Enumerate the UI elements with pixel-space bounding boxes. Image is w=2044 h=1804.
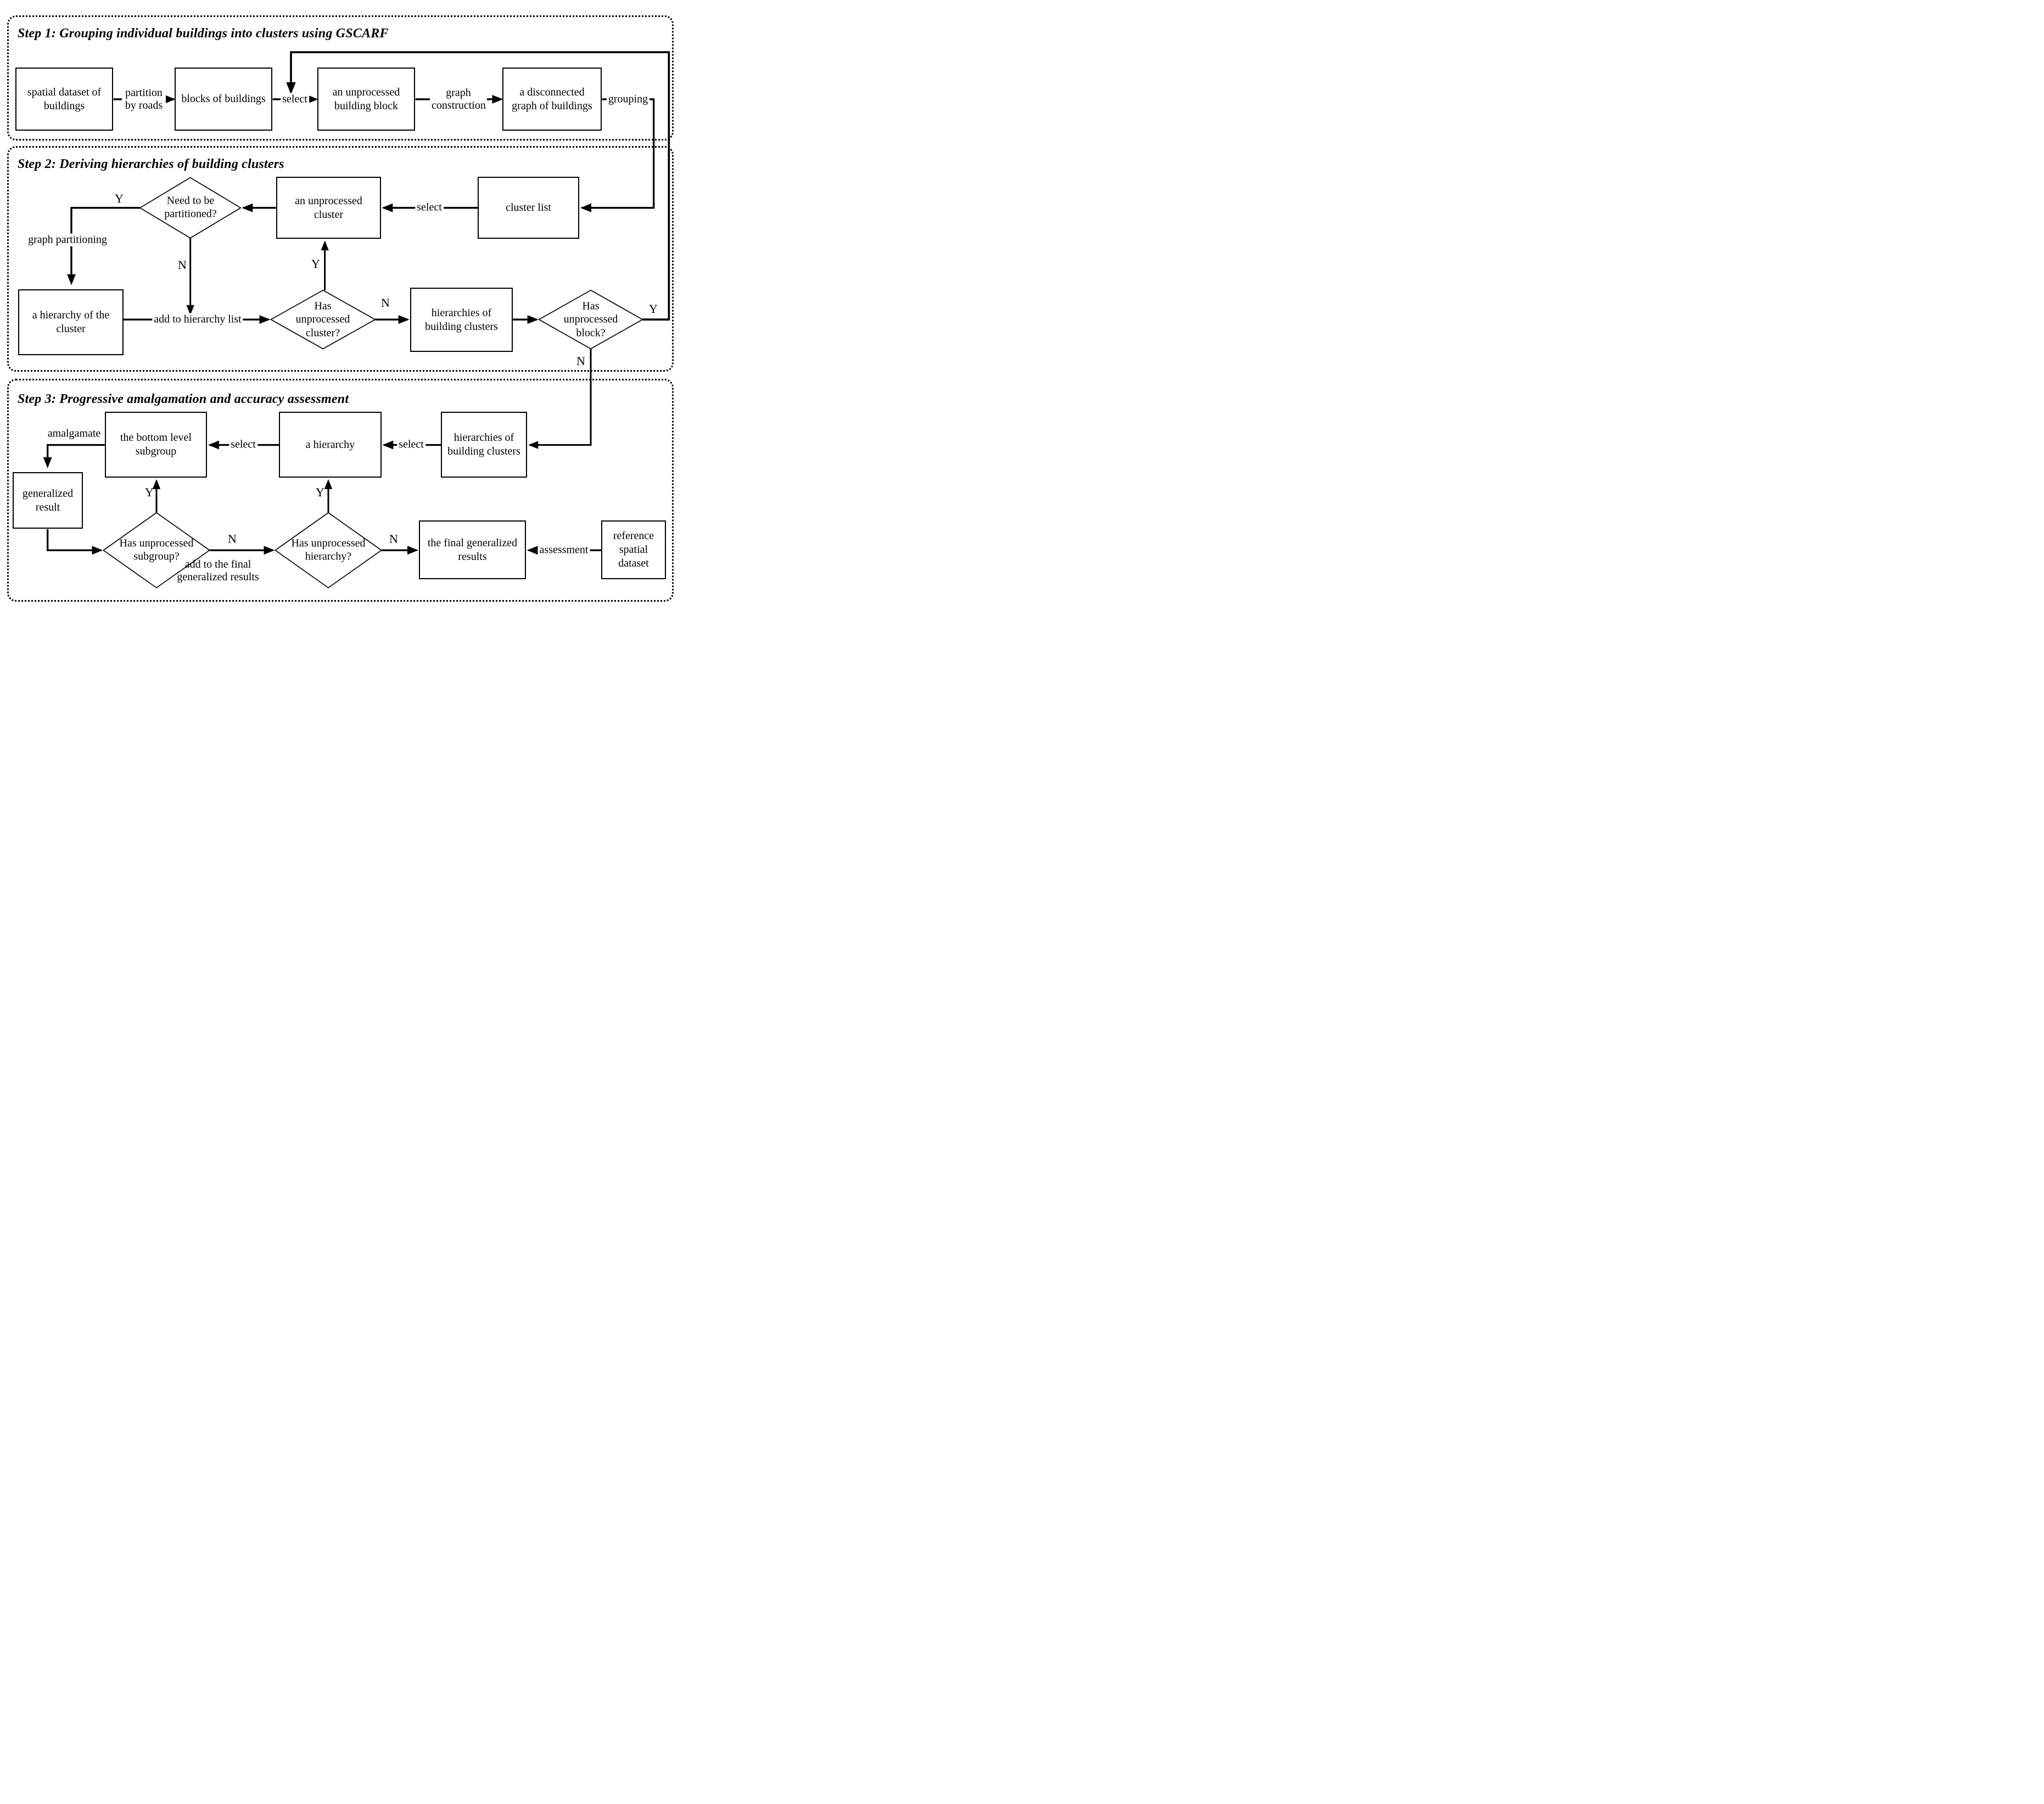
diamond-has-unprocessed-hierarchy bbox=[274, 512, 383, 589]
box-a-hierarchy: a hierarchy bbox=[279, 412, 382, 478]
diamond-need-partition bbox=[139, 177, 242, 239]
box-unprocessed-building-block: an unprocessed building block bbox=[317, 68, 415, 131]
label-graph-partitioning: graph partitioning bbox=[26, 233, 109, 246]
label-graph-construction: graph construction bbox=[430, 87, 487, 112]
diamond-label-has-unprocessed-cluster: Has unprocessed cluster? bbox=[295, 300, 350, 339]
box-bottom-level-subgroup: the bottom level subgroup bbox=[105, 412, 207, 478]
label-need-partition-yes: Y bbox=[115, 192, 124, 205]
arrow-amalgamate bbox=[43, 444, 105, 468]
box-unprocessed-cluster: an unprocessed cluster bbox=[276, 177, 381, 239]
box-generalized-result: generalized result bbox=[13, 472, 83, 529]
box-cluster-list: cluster list bbox=[478, 177, 579, 239]
diamond-label-has-subgroup: Has unprocessed subgroup? bbox=[119, 537, 194, 563]
diamond-has-unprocessed-cluster bbox=[270, 289, 377, 350]
panel-step1 bbox=[7, 15, 674, 141]
arrow-needpartition-yes bbox=[67, 206, 140, 285]
label-has-block-yes: Y bbox=[649, 302, 658, 316]
arrow-hasblock-no bbox=[528, 349, 592, 449]
arrow-loop-has-block-yes bbox=[286, 51, 670, 321]
label-select-subgroup: select bbox=[229, 438, 257, 451]
box-blocks-of-buildings: blocks of buildings bbox=[175, 68, 272, 131]
arrow-result-to-hassubgroup bbox=[47, 529, 103, 555]
label-select-hierarchy: select bbox=[397, 438, 425, 451]
box-final-generalized-results: the final generalized results bbox=[419, 520, 526, 579]
label-partition-by-roads: partition by roads bbox=[122, 87, 166, 112]
diamond-label-need-partition: Need to be partitioned? bbox=[164, 194, 217, 220]
label-need-partition-no: N bbox=[178, 258, 187, 272]
label-has-subgroup-no: N bbox=[228, 532, 237, 546]
step3-title: Step 3: Progressive amalgamation and acc… bbox=[18, 392, 349, 406]
box-disconnected-graph: a disconnected graph of buildings bbox=[502, 68, 602, 131]
label-grouping: grouping bbox=[606, 93, 650, 106]
label-add-to-hierarchy-list: add to hierarchy list bbox=[152, 313, 243, 326]
panel-step3 bbox=[7, 379, 674, 602]
label-has-block-no: N bbox=[576, 354, 585, 368]
step2-title: Step 2: Deriving hierarchies of building… bbox=[18, 157, 284, 171]
box-hierarchies-step3: hierarchies of building clusters bbox=[441, 412, 527, 478]
label-has-hierarchy-no: N bbox=[389, 532, 398, 546]
label-has-subgroup-yes: Y bbox=[145, 485, 154, 499]
diamond-label-has-unprocessed-block: Has unprocessed block? bbox=[563, 300, 618, 339]
flowchart-canvas: Step 1: Grouping individual buildings in… bbox=[0, 0, 681, 602]
label-amalgamate: amalgamate bbox=[47, 427, 101, 440]
label-select-block: select bbox=[281, 93, 309, 106]
diamond-label-has-hierarchy: Has unprocessed hierarchy? bbox=[291, 537, 366, 563]
box-hierarchy-of-cluster: a hierarchy of the cluster bbox=[18, 289, 124, 355]
box-hierarchies-step2: hierarchies of building clusters bbox=[410, 288, 513, 352]
label-assessment: assessment bbox=[537, 544, 590, 557]
label-add-to-final-results: add to the final generalized results bbox=[177, 558, 259, 583]
label-has-cluster-no: N bbox=[381, 296, 390, 310]
box-reference-spatial-dataset: reference spatial dataset bbox=[601, 520, 666, 579]
label-select-cluster: select bbox=[415, 201, 444, 214]
diamond-has-unprocessed-block bbox=[537, 289, 644, 350]
box-spatial-dataset: spatial dataset of buildings bbox=[15, 68, 113, 131]
step1-title: Step 1: Grouping individual buildings in… bbox=[18, 26, 389, 41]
panel-step2 bbox=[7, 146, 674, 372]
diamond-has-unprocessed-subgroup bbox=[102, 512, 211, 589]
label-has-hierarchy-yes: Y bbox=[316, 485, 324, 499]
label-has-cluster-yes: Y bbox=[311, 257, 320, 271]
